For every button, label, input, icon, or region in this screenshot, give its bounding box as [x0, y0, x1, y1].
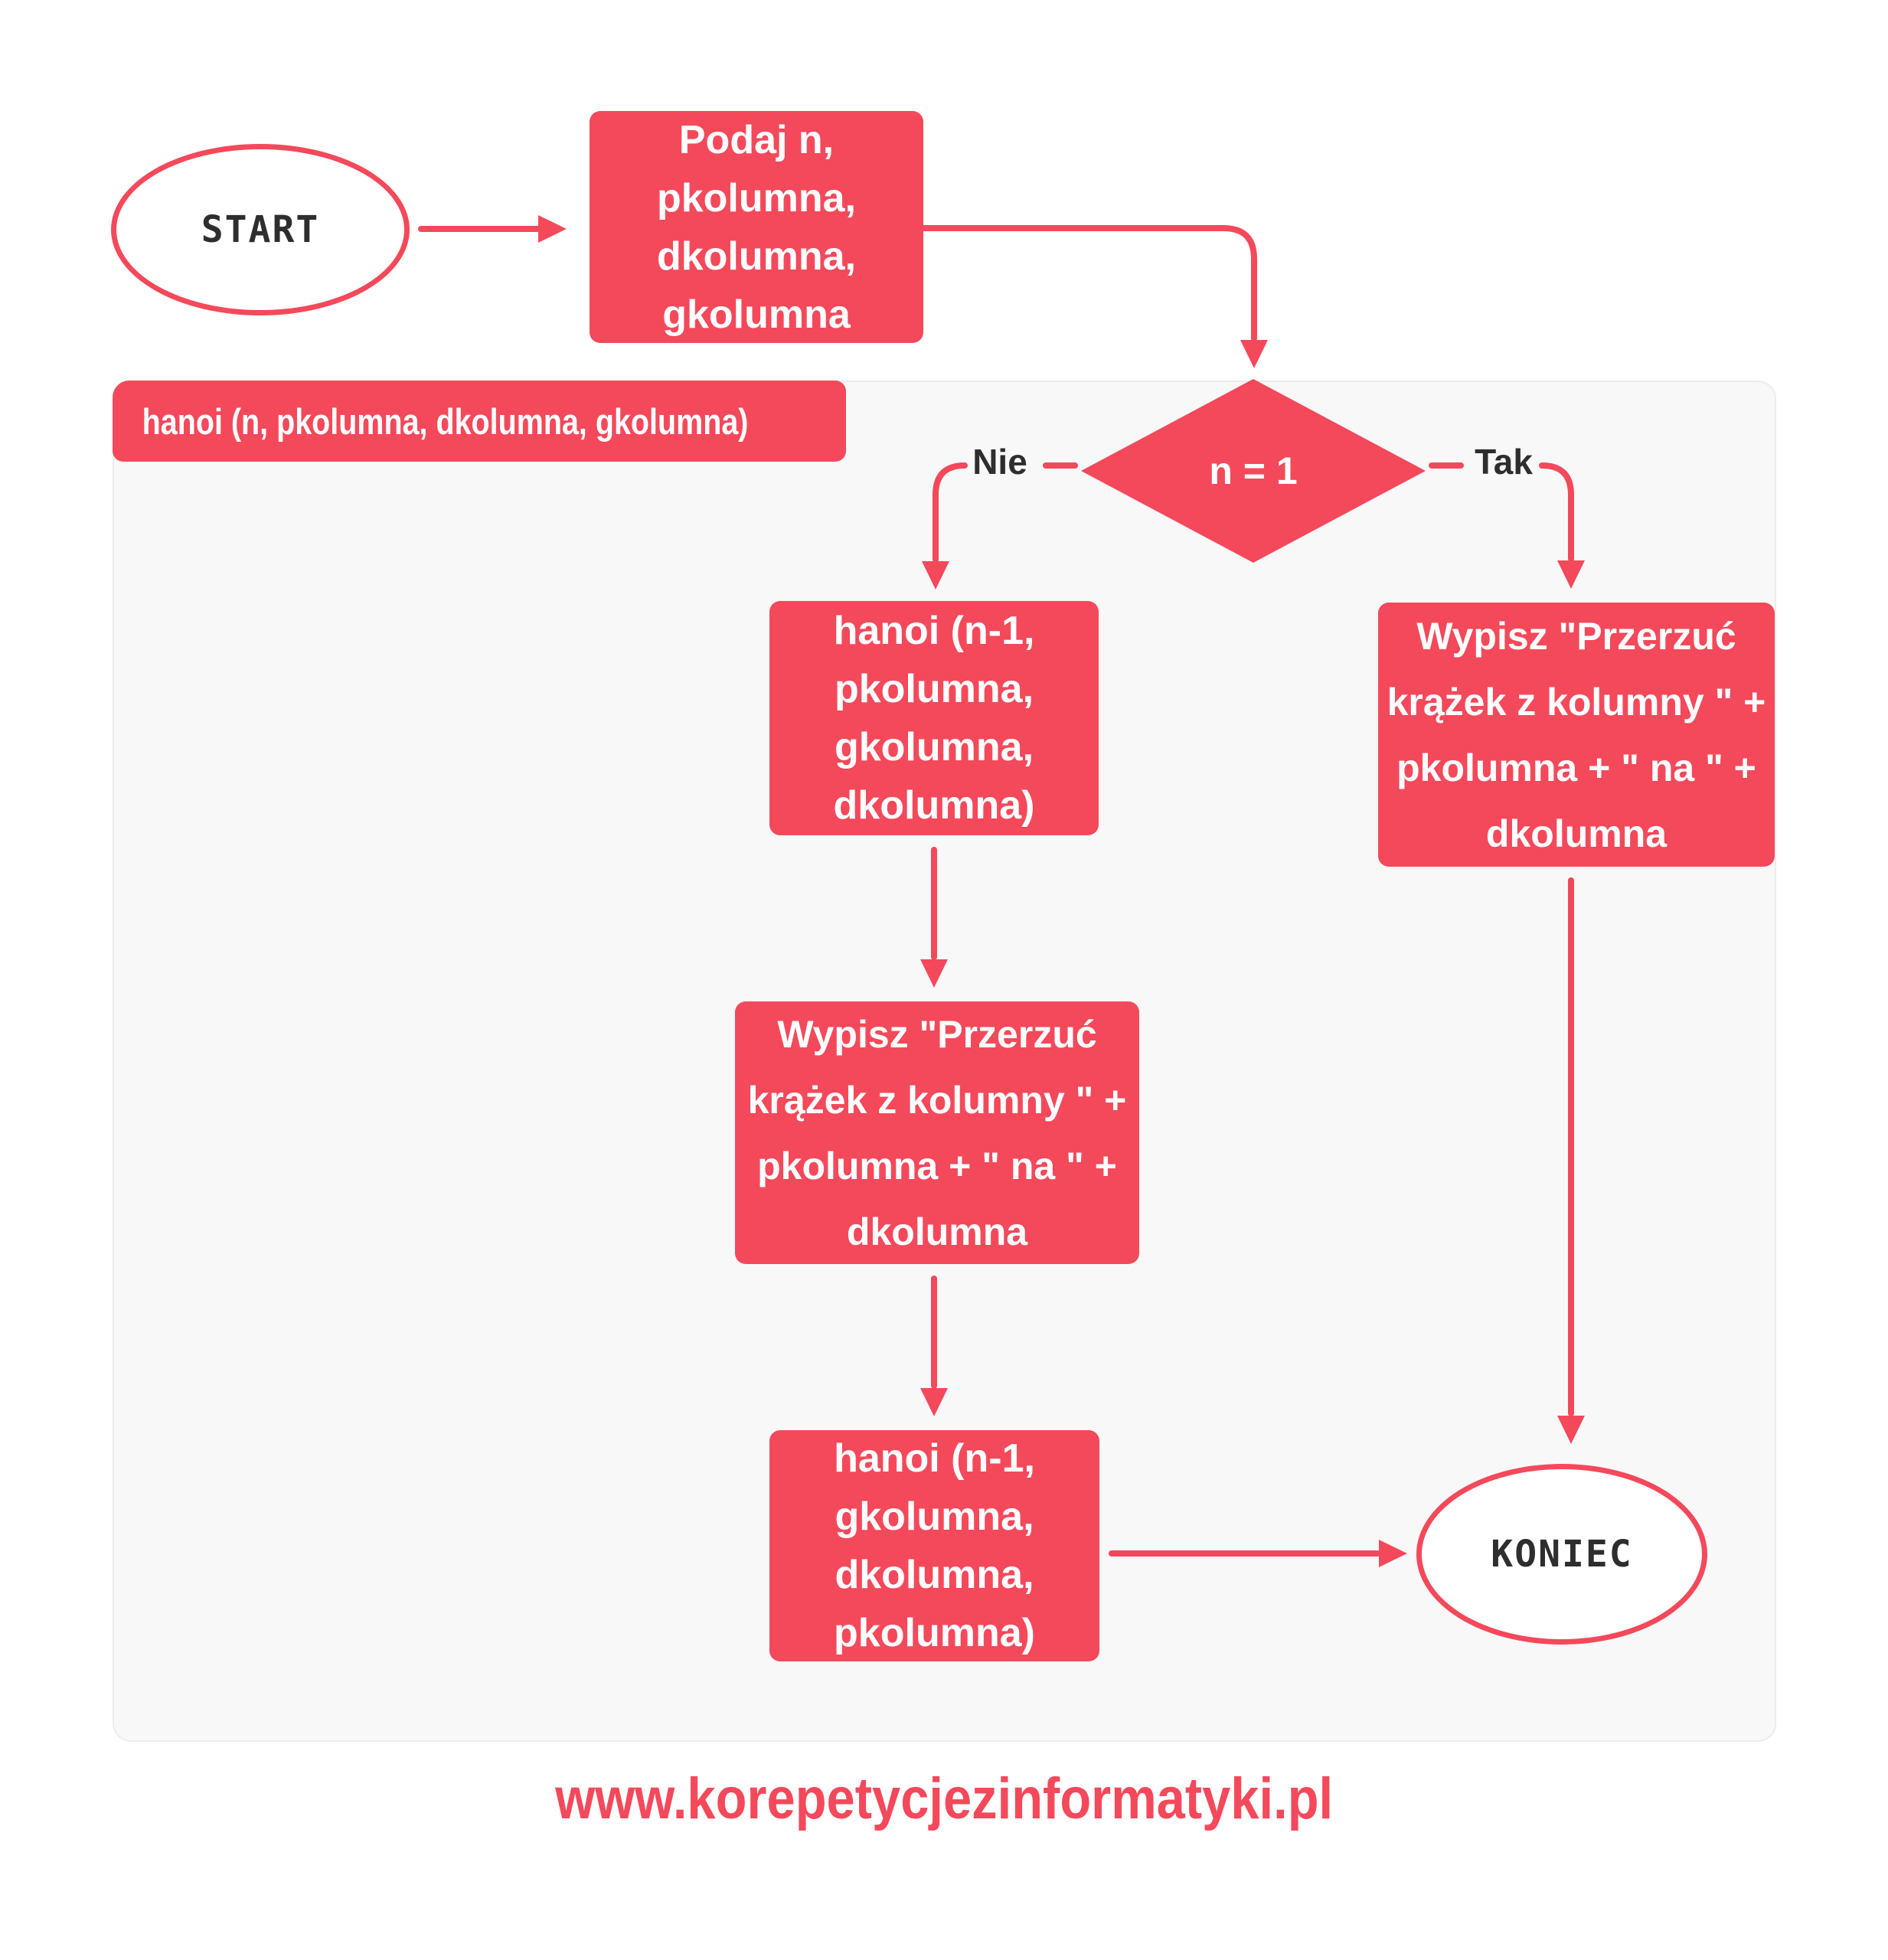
connector-rec1-to-print [920, 847, 948, 988]
input-step-label: Podaj n, pkolumna, dkolumna, gkolumna [656, 117, 857, 337]
connector-rec2-to-end [1109, 1540, 1407, 1567]
print-step-recursive-label: Wypisz "Przerzuć krążek z kolumny " + pk… [747, 1012, 1127, 1253]
start-label: START [201, 208, 320, 251]
recursive-call-1-step: hanoi (n-1, pkolumna, gkolumna, dkolumna… [769, 601, 1099, 835]
print-step-base-case: Wypisz "Przerzuć krążek z kolumny " + pk… [1378, 603, 1775, 867]
website-url-text: www.korepetycjezinformatyki.pl [555, 1766, 1333, 1831]
decision-label: n = 1 [1209, 449, 1298, 492]
recursive-call-2-label: hanoi (n-1, gkolumna, dkolumna, pkolumna… [834, 1436, 1035, 1655]
connector-print-to-rec2 [920, 1276, 948, 1416]
end-label: KONIEC [1491, 1533, 1633, 1576]
input-step: Podaj n, pkolumna, dkolumna, gkolumna [590, 111, 923, 343]
connector-printyes-to-end [1557, 877, 1585, 1444]
recursive-call-1-label: hanoi (n-1, pkolumna, gkolumna, dkolumna… [833, 609, 1035, 828]
function-label-text: hanoi (n, pkolumna, dkolumna, gkolumna) [142, 400, 749, 442]
print-step-base-label: Wypisz "Przerzuć krążek z kolumny " + pk… [1387, 614, 1766, 855]
recursive-call-2-step: hanoi (n-1, gkolumna, dkolumna, pkolumna… [769, 1430, 1099, 1661]
connector-decision-no [922, 462, 1078, 590]
print-step-recursive: Wypisz "Przerzuć krążek z kolumny " + pk… [735, 1001, 1139, 1264]
connector-start-to-input [418, 215, 567, 243]
start-terminator: START [111, 144, 410, 315]
connector-decision-yes [1429, 462, 1585, 589]
branch-label-no: Nie [972, 442, 1027, 482]
branch-label-yes: Tak [1475, 442, 1533, 482]
function-label: hanoi (n, pkolumna, dkolumna, gkolumna) [113, 381, 846, 462]
connector-input-to-decision [920, 225, 1268, 368]
website-url: www.korepetycjezinformatyki.pl [0, 1766, 1888, 1832]
end-terminator: KONIEC [1416, 1464, 1707, 1645]
